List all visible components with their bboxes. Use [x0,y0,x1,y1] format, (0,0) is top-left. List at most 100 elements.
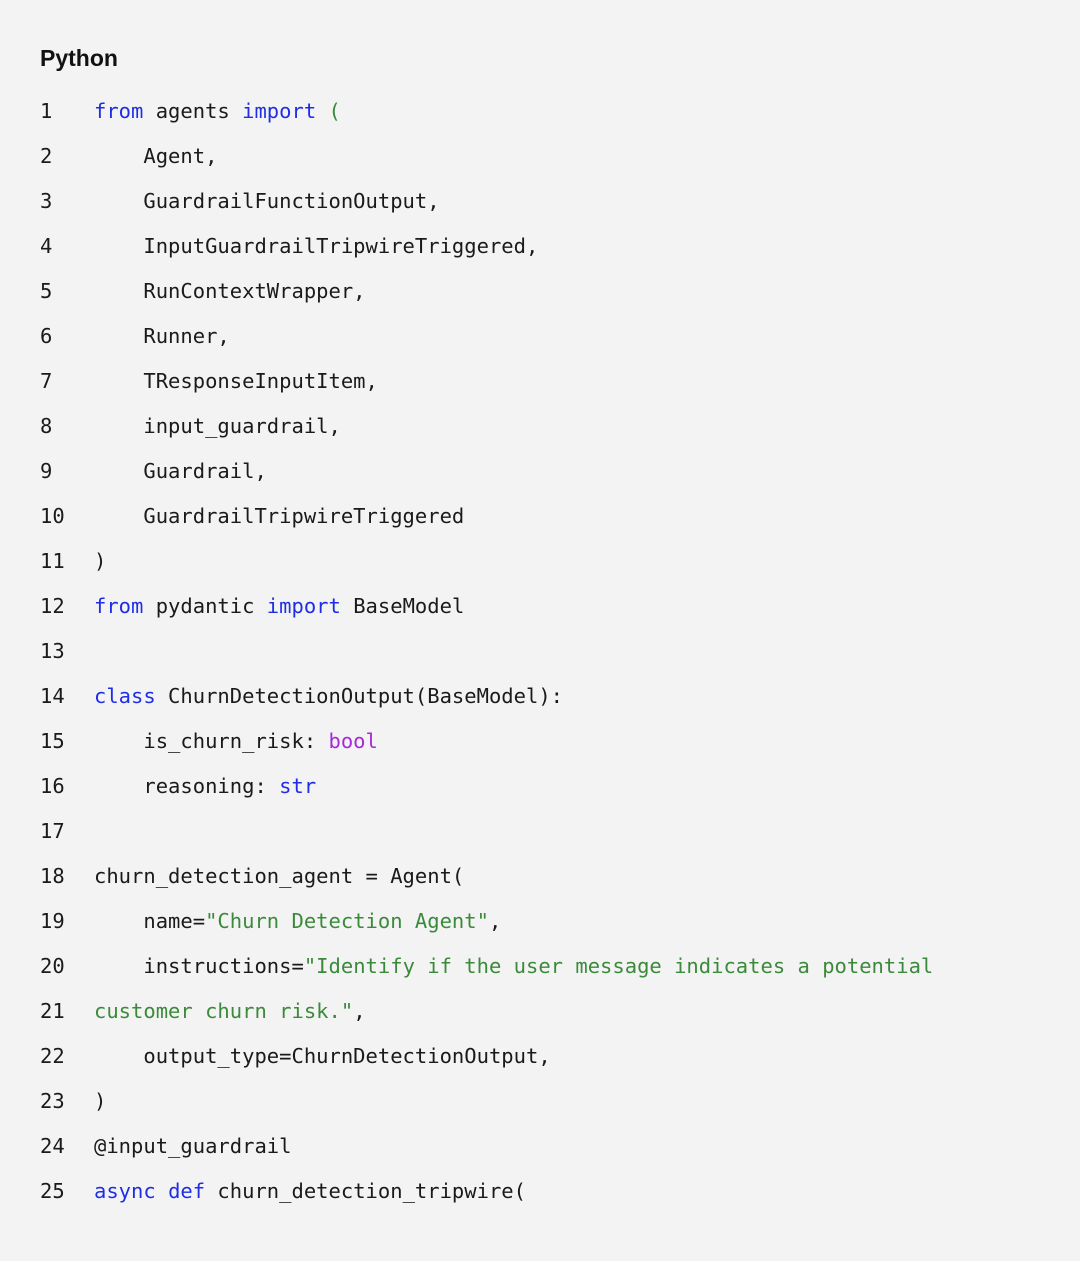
code-token: import [266,593,341,618]
line-number: 4 [40,233,53,258]
line-number: 6 [40,323,53,348]
line-number: 5 [40,278,53,303]
line-number: 18 [40,863,65,888]
line-number: 10 [40,503,65,528]
code-text: Agent, [94,144,217,168]
code-text: output_type=ChurnDetectionOutput, [94,1043,551,1068]
line-number: 22 [40,1043,65,1068]
code-token: churn_detection_tripwire( [205,1178,526,1203]
code-text: RunContextWrapper, [94,278,366,303]
code-line: 5 RunContextWrapper, [0,268,933,313]
line-number: 21 [40,998,65,1023]
line-number: 13 [40,638,65,663]
code-text: ) [94,1089,106,1113]
line-number: 1 [40,98,53,123]
code-token: , [353,998,366,1023]
code-token: "Churn Detection Agent" [205,908,489,933]
code-line: 15 is_churn_risk: bool [0,718,933,763]
line-number: 25 [40,1178,65,1203]
code-line: 11) [0,538,933,583]
code-text: customer churn risk.", [94,999,366,1023]
code-text: ) [94,549,106,573]
code-token: def [168,1178,206,1203]
code-text: name="Churn Detection Agent", [94,909,501,933]
line-number: 12 [40,593,65,618]
code-token [156,1179,168,1203]
code-token: pydantic [143,593,267,618]
code-line: 21 customer churn risk.", [0,988,933,1033]
line-number: 19 [40,908,65,933]
code-token: class [94,683,156,708]
code-token: agents [143,98,243,123]
code-line: 20 instructions="Identify if the user me… [0,943,933,988]
code-text: instructions="Identify if the user messa… [94,954,933,978]
code-token: from [94,593,144,618]
code-token: TResponseInputItem, [94,368,378,393]
code-token: import [242,98,317,123]
code-token: InputGuardrailTripwireTriggered, [94,233,539,258]
code-token: ChurnDetectionOutput(BaseModel): [155,683,564,708]
code-line: 16 reasoning: str [0,763,933,808]
code-text: async def churn_detection_tripwire( [94,1179,526,1203]
code-token: Guardrail, [94,458,267,483]
code-line: 22 output_type=ChurnDetectionOutput, [0,1033,933,1078]
line-number: 9 [40,458,53,483]
line-number: 14 [40,683,65,708]
code-text: reasoning: str [94,774,316,798]
code-token: ) [94,548,107,573]
code-line: 23) [0,1078,933,1123]
code-line: 2 Agent, [0,133,933,178]
code-text: churn_detection_agent = Agent( [94,864,464,888]
code-line: 10 GuardrailTripwireTriggered [0,493,933,538]
code-token: GuardrailFunctionOutput, [94,188,440,213]
code-line: 18 churn_detection_agent = Agent( [0,853,933,898]
code-text: InputGuardrailTripwireTriggered, [94,234,538,258]
code-line: 19 name="Churn Detection Agent", [0,898,933,943]
code-text: is_churn_risk: bool [94,729,378,753]
code-token: churn_detection_agent = Agent( [94,863,465,888]
code-token: from [94,98,144,123]
code-line: 1 from agents import ( [0,88,933,133]
code-text: Runner, [94,323,230,348]
line-number: 11 [40,548,65,573]
code-token: async [94,1178,156,1203]
code-text: class ChurnDetectionOutput(BaseModel): [94,684,563,708]
code-text: Guardrail, [94,458,267,483]
code-line: 14 class ChurnDetectionOutput(BaseModel): [0,673,933,718]
code-text: from pydantic import BaseModel [94,594,464,618]
line-number: 23 [40,1088,65,1113]
line-number: 17 [40,818,65,843]
line-number: 7 [40,368,53,393]
code-line: 8 input_guardrail, [0,403,933,448]
line-number: 8 [40,413,53,438]
code-token: GuardrailTripwireTriggered [94,503,465,528]
code-token: Agent, [94,143,218,168]
code-token: Runner, [94,323,230,348]
code-token: output_type=ChurnDetectionOutput, [94,1043,551,1068]
code-text: TResponseInputItem, [94,369,378,393]
code-token: ( [328,98,341,123]
line-number: 3 [40,188,53,213]
code-line: 17 [0,808,933,853]
code-token: input_guardrail, [94,413,341,438]
code-token [316,99,328,123]
code-line: 4 InputGuardrailTripwireTriggered, [0,223,933,268]
code-text: GuardrailFunctionOutput, [94,188,440,213]
code-line: 7 TResponseInputItem, [0,358,933,403]
language-label: Python [40,45,118,71]
code-token: BaseModel [340,593,465,618]
code-token: instructions= [94,953,304,978]
code-line: 6 Runner, [0,313,933,358]
code-text: from agents import ( [94,99,341,123]
code-text: @input_guardrail [94,1134,291,1158]
code-token: reasoning: [94,773,280,798]
code-token: name= [94,908,206,933]
line-number: 15 [40,728,65,753]
line-number: 2 [40,143,53,168]
code-token: "Identify if the user message indicates … [303,953,934,978]
code-token: RunContextWrapper, [94,278,366,303]
code-line: 25 async def churn_detection_tripwire( [0,1168,933,1213]
code-line: 24@input_guardrail [0,1123,933,1168]
